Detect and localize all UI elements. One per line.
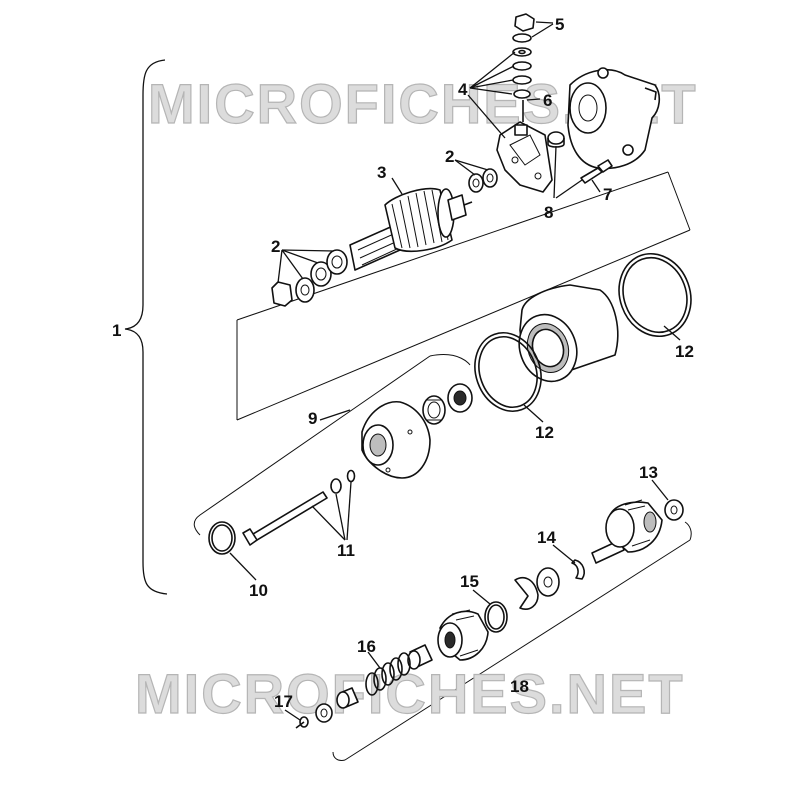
- stator-housing: [518, 284, 619, 383]
- pinion-clutch: [437, 609, 489, 661]
- callout-16: 16: [357, 637, 376, 656]
- housing-group-outline: [193, 354, 471, 536]
- callout-15: 15: [460, 572, 479, 591]
- thrust-washers-lower: [271, 249, 348, 307]
- callout-3: 3: [377, 163, 386, 182]
- spacer-collar: [407, 644, 433, 670]
- callout-18: 18: [510, 677, 529, 696]
- callout-12-lower: 12: [535, 423, 554, 442]
- leader-lines: [229, 21, 681, 721]
- thrust-washers-upper: [468, 168, 498, 193]
- callout-13: 13: [639, 463, 658, 482]
- callout-7: 7: [603, 185, 612, 204]
- bearing-pair: [422, 383, 473, 425]
- nut-washer-stack: [512, 13, 535, 122]
- callout-8: 8: [544, 203, 553, 222]
- armature: [349, 187, 473, 271]
- callout-17: 17: [274, 692, 293, 711]
- callout-2-upper: 2: [445, 147, 454, 166]
- end-cap-housing: [567, 67, 661, 170]
- gear-shaft: [591, 499, 663, 564]
- watermark-bottom: MICROFICHES.NET: [135, 662, 685, 725]
- callout-5: 5: [555, 15, 564, 34]
- bushing: [547, 131, 565, 148]
- retaining-clip: [295, 716, 309, 729]
- return-spring: [365, 652, 411, 696]
- o-ring-lower: [474, 332, 542, 412]
- brush-plate: [496, 121, 553, 193]
- upper-group-outline: [236, 171, 691, 421]
- callout-14: 14: [537, 528, 556, 547]
- clutch-ring: [484, 601, 508, 633]
- housing-ring: [208, 521, 236, 555]
- spring-seat: [336, 687, 359, 709]
- retainer-washers: [514, 567, 560, 610]
- bolt-washer: [330, 469, 356, 494]
- snap-ring: [571, 559, 585, 580]
- through-bolt: [242, 491, 328, 546]
- assembly-brace: [124, 59, 168, 595]
- drive-group-outline: [332, 521, 692, 761]
- callout-1: 1: [112, 321, 121, 340]
- callout-9: 9: [308, 409, 317, 428]
- drive-end-housing: [361, 401, 431, 479]
- callout-12-upper: 12: [675, 342, 694, 361]
- end-washer: [664, 499, 684, 521]
- callout-labels: 1 2 2 3 4 5 6 7 8 9 10 11 12 12 13 14 15…: [112, 15, 694, 711]
- stop-washer: [315, 703, 333, 723]
- callout-4: 4: [458, 80, 468, 99]
- callout-10: 10: [249, 581, 268, 600]
- bolt: [580, 159, 613, 184]
- o-ring-upper: [618, 252, 692, 338]
- callout-6: 6: [543, 91, 552, 110]
- callout-11: 11: [337, 541, 355, 560]
- callout-2-lower: 2: [271, 237, 280, 256]
